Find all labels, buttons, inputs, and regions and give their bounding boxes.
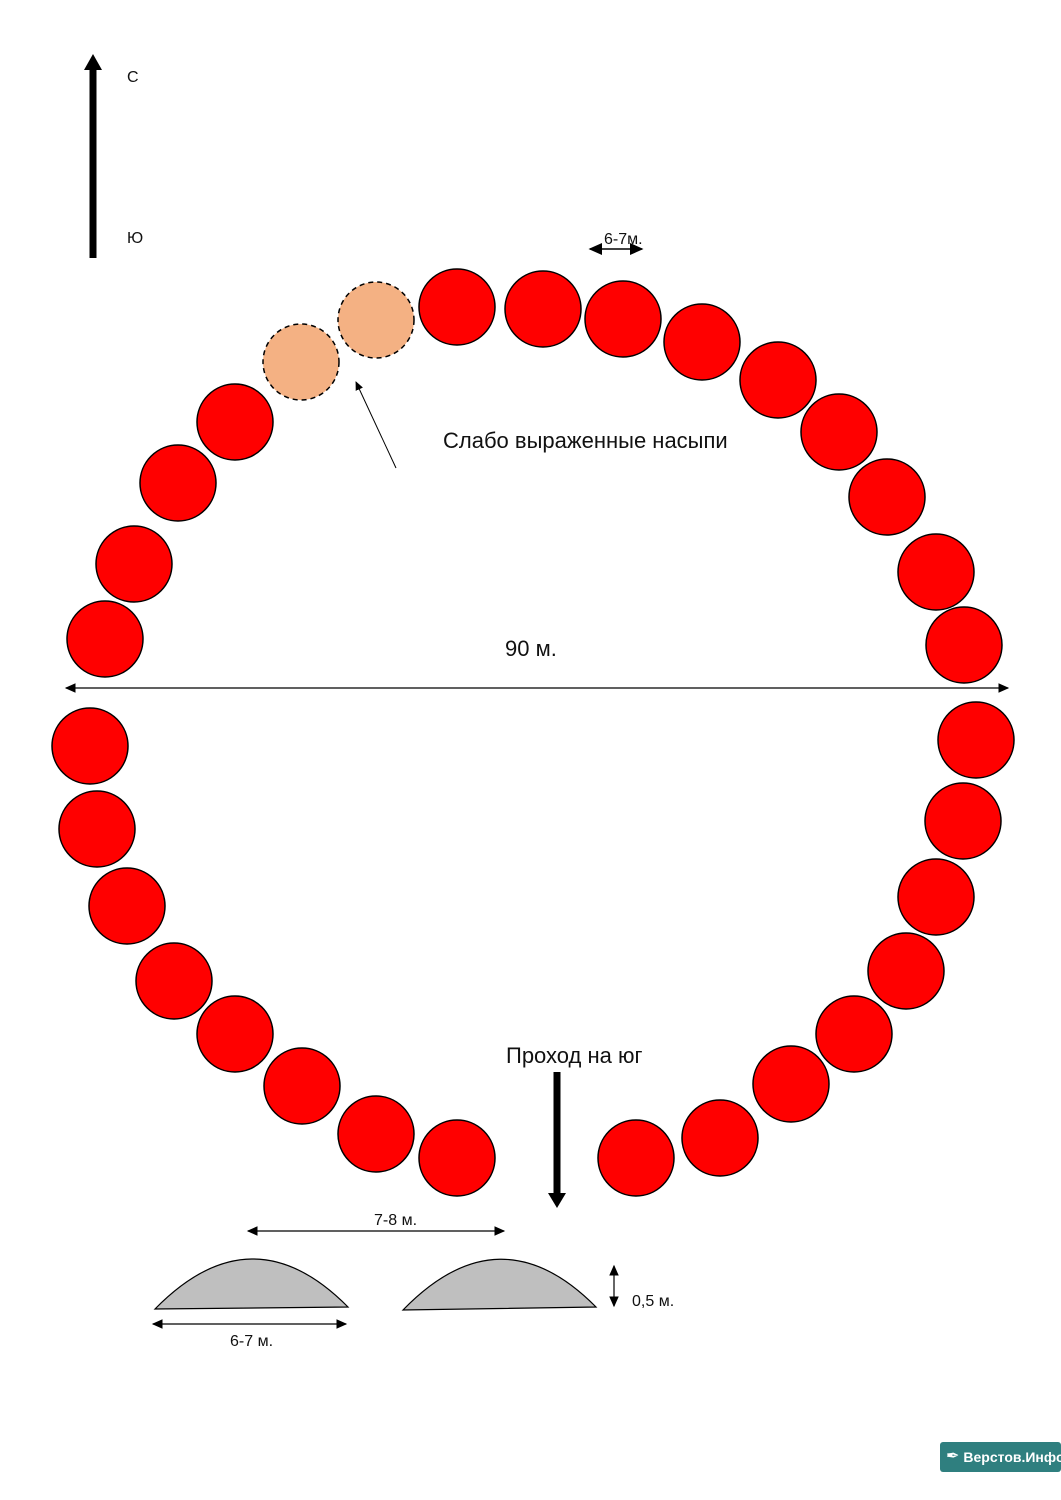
watermark-badge[interactable]: ✒ Верстов.Инфо [940, 1442, 1061, 1472]
mound [597, 1119, 675, 1197]
mound [51, 707, 129, 785]
cross-section: 7-8 м. 6-7 м. 0,5 м. [151, 1212, 674, 1350]
south-passage-annotation: Проход на юг [506, 1043, 643, 1208]
mound [135, 942, 213, 1020]
mound [418, 268, 496, 346]
mound [925, 606, 1003, 684]
mound [752, 1045, 830, 1123]
mound [504, 270, 582, 348]
mound [584, 280, 662, 358]
mound [897, 533, 975, 611]
mound [139, 444, 217, 522]
mound-width-label: 6-7 м. [230, 1333, 273, 1350]
mound [95, 525, 173, 603]
mound-profile-right [401, 1258, 598, 1311]
mound [58, 790, 136, 868]
spacing-annotation: 6-7м. [588, 231, 644, 255]
diameter-annotation: 90 м. [64, 636, 1010, 693]
north-arrow-head [84, 54, 102, 70]
mound [196, 383, 274, 461]
compass: С Ю [84, 54, 143, 258]
spacing-label: 6-7м. [604, 231, 643, 248]
mound [739, 341, 817, 419]
weak-mound [337, 281, 415, 359]
watermark-text: Верстов.Инфо [963, 1449, 1061, 1465]
mound [815, 995, 893, 1073]
weak-mounds-label: Слабо выраженные насыпи [443, 428, 728, 453]
south-passage-label: Проход на юг [506, 1043, 643, 1068]
south-passage-arrow-head [548, 1193, 566, 1208]
mound [418, 1119, 496, 1197]
mound [924, 782, 1002, 860]
north-label: С [127, 69, 139, 86]
mound [897, 858, 975, 936]
mound [681, 1099, 759, 1177]
feather-icon: ✒ [946, 1448, 960, 1465]
mound [88, 867, 166, 945]
mound-height-label: 0,5 м. [632, 1293, 674, 1310]
mound [66, 600, 144, 678]
diameter-label: 90 м. [505, 636, 557, 661]
mound [196, 995, 274, 1073]
weak-mounds-pointer [355, 381, 397, 469]
mound-ring [51, 268, 1015, 1197]
mound-profile-left [153, 1258, 350, 1310]
weak-mound [262, 323, 340, 401]
mound [263, 1047, 341, 1125]
mound [937, 701, 1015, 779]
mound [867, 932, 945, 1010]
mound [663, 303, 741, 381]
mound [337, 1095, 415, 1173]
south-label: Ю [127, 230, 143, 247]
gap-width-label: 7-8 м. [374, 1212, 417, 1229]
weak-mounds-annotation: Слабо выраженные насыпи [355, 381, 728, 469]
mound [848, 458, 926, 536]
mound [800, 393, 878, 471]
